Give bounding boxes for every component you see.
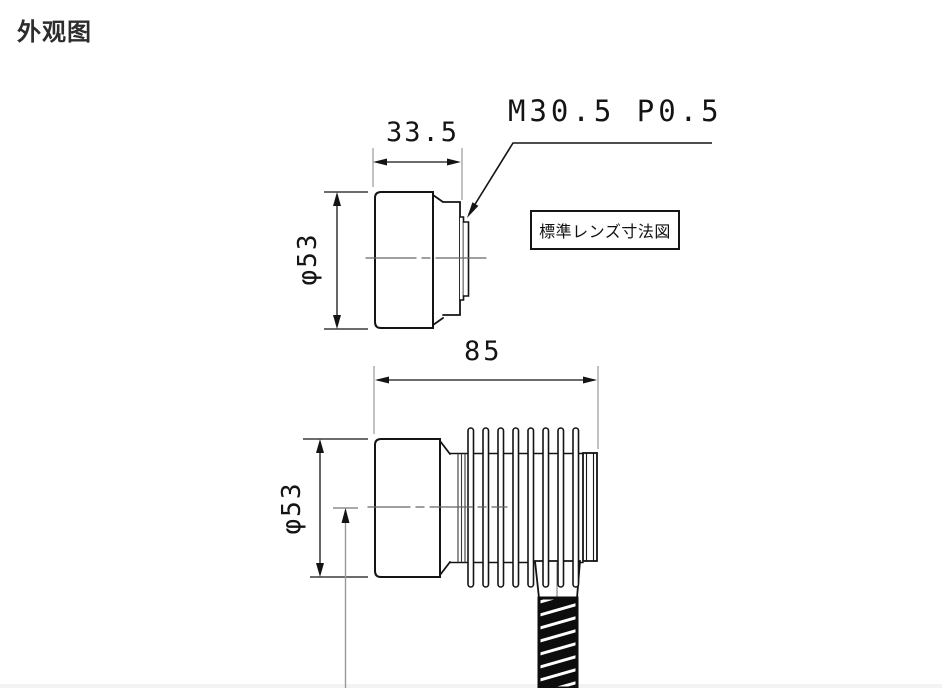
page-title: 外观图 bbox=[17, 18, 92, 46]
thread-spec-callout: M30.5 P0.5 bbox=[508, 94, 723, 128]
dimension-truncated-lower bbox=[333, 507, 358, 688]
dim-text-lens-length: 33.5 bbox=[386, 117, 460, 148]
dim-text-camera-length: 85 bbox=[464, 336, 503, 367]
dim-text-camera-diameter: φ53 bbox=[277, 481, 307, 535]
lens-barrel bbox=[374, 191, 434, 329]
dimension-camera-length bbox=[373, 366, 599, 449]
flexible-cable bbox=[537, 596, 579, 688]
dim-text-lens-diameter: φ53 bbox=[293, 232, 323, 286]
lens-side-view bbox=[365, 191, 488, 329]
standard-lens-label-box: 標準レンズ寸法図 bbox=[530, 210, 680, 250]
camera-side-view bbox=[367, 427, 598, 688]
dimension-lens-length bbox=[372, 148, 463, 200]
thread-callout-leader bbox=[467, 142, 712, 218]
camera-housing bbox=[374, 438, 441, 578]
standard-lens-label-text: 標準レンズ寸法図 bbox=[539, 222, 671, 241]
rear-end-cap bbox=[582, 452, 598, 562]
page-divider-strip bbox=[0, 684, 942, 688]
dimension-lens-diameter bbox=[324, 191, 368, 330]
dimension-camera-diameter bbox=[303, 438, 368, 578]
lens-thread-face bbox=[462, 221, 470, 297]
